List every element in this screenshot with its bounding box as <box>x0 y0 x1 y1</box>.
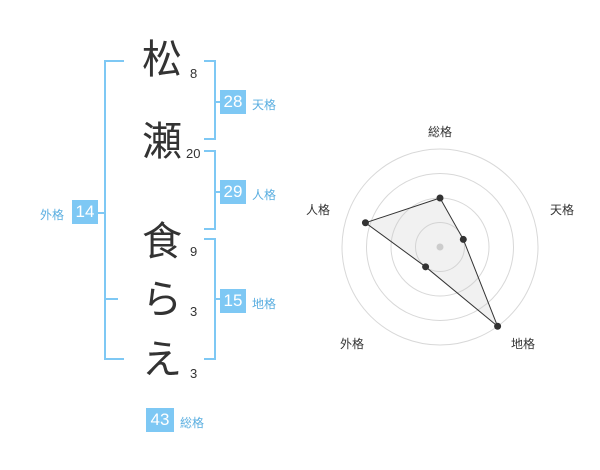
stroke-count-1: 8 <box>190 66 198 81</box>
gaikaku-bracket-vertical <box>104 60 106 360</box>
jinkaku-bracket-bottom <box>204 228 216 230</box>
radar-axis-label-jinkaku: 人格 <box>306 203 331 217</box>
radar-axis-label-chikaku: 地格 <box>511 337 536 351</box>
radar-axis-label-soukaku: 総格 <box>428 125 453 139</box>
stroke-count-5: 3 <box>190 366 198 381</box>
jinkaku-connector <box>214 191 222 193</box>
chikaku-badge: 15 <box>220 289 246 313</box>
radar-center-dot <box>436 243 444 251</box>
jinkaku-label: 人格 <box>252 188 277 202</box>
jinkaku-bracket-vertical <box>214 150 216 230</box>
gaikaku-label: 外格 <box>40 208 65 222</box>
jinkaku-bracket-top <box>204 150 216 152</box>
radar-axis-label-tenkaku: 天格 <box>550 203 575 217</box>
chikaku-bracket-top <box>204 238 216 240</box>
name-char-3: 食 <box>142 219 182 265</box>
radar-point-4 <box>422 263 430 271</box>
radar-ring-4 <box>341 148 539 346</box>
tenkaku-badge: 28 <box>220 90 246 114</box>
gaikaku-connector <box>98 212 106 214</box>
jinkaku-badge: 29 <box>220 180 246 204</box>
radar-ring-1 <box>415 222 465 272</box>
name-char-4: ら <box>142 277 182 323</box>
stroke-count-4: 3 <box>190 304 198 319</box>
chikaku-label: 地格 <box>252 297 277 311</box>
tenkaku-label: 天格 <box>252 98 277 112</box>
name-char-2: 瀬 <box>142 119 182 165</box>
name-char-1: 松 <box>142 37 182 83</box>
gaikaku-bracket-mid <box>104 298 118 300</box>
radar-chart <box>341 148 539 346</box>
radar-point-1 <box>436 194 444 202</box>
stroke-count-3: 9 <box>190 244 198 259</box>
gaikaku-badge: 14 <box>72 200 98 224</box>
radar-point-5 <box>361 219 369 227</box>
tenkaku-connector <box>214 101 222 103</box>
gaikaku-bracket-bottom <box>104 358 124 360</box>
radar-polygon <box>364 197 499 327</box>
radar-ring-3 <box>366 173 514 321</box>
chikaku-connector <box>214 298 222 300</box>
radar-point-3 <box>494 322 502 330</box>
soukaku-label: 総格 <box>180 416 205 430</box>
tenkaku-bracket-top <box>204 60 216 62</box>
radar-point-2 <box>459 235 467 243</box>
stroke-count-2: 20 <box>186 146 201 161</box>
name-char-5: え <box>142 337 182 383</box>
tenkaku-bracket-vertical <box>214 60 216 140</box>
radar-axis-label-gaikaku: 外格 <box>340 337 365 351</box>
gaikaku-bracket-top <box>104 60 124 62</box>
chikaku-bracket-bottom <box>204 358 216 360</box>
tenkaku-bracket-bottom <box>204 138 216 140</box>
soukaku-badge: 43 <box>146 408 174 432</box>
